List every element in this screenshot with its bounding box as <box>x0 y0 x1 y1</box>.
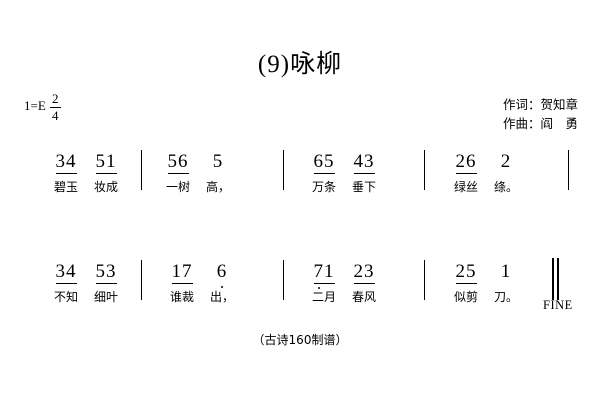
note: 65 <box>313 151 335 174</box>
note: 26 <box>455 151 477 174</box>
staff-system-2: 34 不知 53 细叶 17 谁裁 6 出， 71 二月 23 春风 25 <box>0 258 600 322</box>
beat: 34 碧玉 <box>46 151 86 195</box>
note: 1 <box>500 261 512 282</box>
measure-1-3: 65 万条 43 垂下 <box>304 151 384 195</box>
final-barline-thick <box>557 258 560 300</box>
key-and-meter-block: 1=E 2 4 <box>24 92 61 122</box>
beat: 6 出， <box>202 261 242 305</box>
beat: 25 似剪 <box>446 261 486 305</box>
note: 53 <box>95 261 117 284</box>
lyric: 高， <box>205 180 230 194</box>
lyric: 妆成 <box>93 180 118 194</box>
note: 71 <box>313 261 335 289</box>
beat: 23 春风 <box>344 261 384 305</box>
measure-2-4: 25 似剪 1 刀。 <box>446 261 526 305</box>
note: 34 <box>55 261 77 284</box>
note: 56 <box>167 151 189 174</box>
beat: 53 细叶 <box>86 261 126 305</box>
lyric: 细叶 <box>93 290 118 304</box>
beat: 2 绦。 <box>486 151 526 195</box>
lyric: 绦。 <box>493 180 518 194</box>
beat: 17 谁裁 <box>162 261 202 305</box>
measure-1-2: 56 一树 5 高， <box>158 151 238 195</box>
lyric: 绿丝 <box>453 180 478 194</box>
barline <box>568 150 570 190</box>
note: 51 <box>95 151 117 174</box>
barline <box>283 150 285 190</box>
lyric: 碧玉 <box>53 180 78 194</box>
barline <box>283 260 285 300</box>
staff-system-1: 34 碧玉 51 妆成 56 一树 5 高， 65 万条 43 垂下 26 <box>0 150 600 212</box>
lyric: 出， <box>209 290 234 304</box>
page-title: (9)咏柳 <box>257 51 343 78</box>
lyricist-credit: 作词：贺知章 <box>502 97 578 112</box>
beat: 43 垂下 <box>344 151 384 195</box>
footer-note: （古诗160制谱） <box>252 333 348 347</box>
lyric: 似剪 <box>453 290 478 304</box>
time-signature-denominator: 4 <box>52 107 59 123</box>
beat: 1 刀。 <box>486 261 526 305</box>
note: 23 <box>353 261 375 284</box>
fine-marking: FINE <box>543 298 573 312</box>
time-signature-numerator: 2 <box>52 91 59 106</box>
beat: 51 妆成 <box>86 151 126 195</box>
note: 2 <box>500 151 512 172</box>
note: 6 <box>216 261 228 288</box>
credits: 作词：贺知章 作曲：阎 勇 <box>503 95 578 134</box>
measure-2-2: 17 谁裁 6 出， <box>162 261 242 305</box>
lyric: 春风 <box>351 290 376 304</box>
time-signature: 2 4 <box>49 91 61 123</box>
barline <box>141 260 143 300</box>
lyric: 一树 <box>165 180 190 194</box>
measure-2-1: 34 不知 53 细叶 <box>46 261 126 305</box>
note: 43 <box>353 151 375 174</box>
beat: 56 一树 <box>158 151 198 195</box>
measure-1-4: 26 绿丝 2 绦。 <box>446 151 526 195</box>
composer-credit: 作曲：阎 勇 <box>502 116 578 132</box>
lyric: 谁裁 <box>169 290 194 304</box>
note: 5 <box>212 151 224 172</box>
lyric: 万条 <box>311 180 336 194</box>
beat: 26 绿丝 <box>446 151 486 195</box>
lyric: 垂下 <box>351 180 376 194</box>
beat: 34 不知 <box>46 261 86 305</box>
lyric: 刀。 <box>493 290 518 304</box>
beat: 5 高， <box>198 151 238 195</box>
time-signature-divider <box>49 106 61 108</box>
measure-1-1: 34 碧玉 51 妆成 <box>46 151 126 195</box>
beat: 65 万条 <box>304 151 344 195</box>
barline <box>141 150 143 190</box>
note: 17 <box>171 261 193 284</box>
key-signature: 1=E <box>24 98 46 113</box>
beat: 71 二月 <box>304 261 344 305</box>
barline <box>424 260 426 300</box>
note: 34 <box>55 151 77 174</box>
note: 25 <box>455 261 477 284</box>
lyric: 不知 <box>53 290 78 304</box>
lyric: 二月 <box>311 290 336 304</box>
measure-2-3: 71 二月 23 春风 <box>304 261 384 305</box>
barline <box>424 150 426 190</box>
final-barline-thin <box>552 258 554 300</box>
final-barline <box>552 258 561 300</box>
